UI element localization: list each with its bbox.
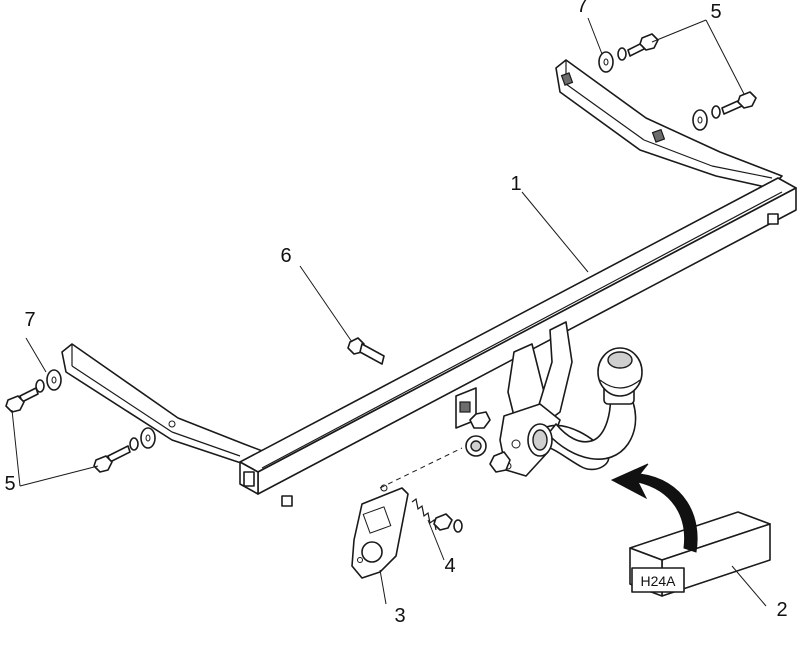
- spring-assembly: [411, 497, 463, 533]
- callout-6: 6: [280, 245, 291, 267]
- center-fasteners: [465, 411, 511, 473]
- callout-4: 4: [444, 555, 455, 577]
- callout-5-left: 5: [4, 473, 15, 495]
- right-top-fasteners: [598, 33, 757, 131]
- callout-5-top: 5: [710, 1, 721, 23]
- curved-arrow: [610, 463, 698, 553]
- callout-1: 1: [510, 173, 521, 195]
- callout-3: 3: [394, 605, 405, 627]
- kit-box: H24A: [629, 511, 771, 597]
- main-crossbar: [239, 177, 797, 507]
- alignment-dashed-line: [379, 447, 463, 489]
- callout-7-top: 7: [576, 0, 587, 17]
- left-fasteners: [5, 369, 156, 473]
- callout-2: 2: [776, 599, 787, 621]
- socket-bracket: [351, 484, 409, 579]
- box-label: H24A: [640, 573, 676, 589]
- bolt-6: [347, 337, 385, 365]
- right-side-arm: [555, 59, 783, 189]
- callout-numbers: 1 2 3 4 5 5 6 7 7: [4, 0, 787, 627]
- leader-lines: [11, 17, 767, 607]
- tow-hook-assembly: [499, 321, 643, 477]
- left-side-arm: [61, 343, 287, 473]
- callout-7-left: 7: [24, 309, 35, 331]
